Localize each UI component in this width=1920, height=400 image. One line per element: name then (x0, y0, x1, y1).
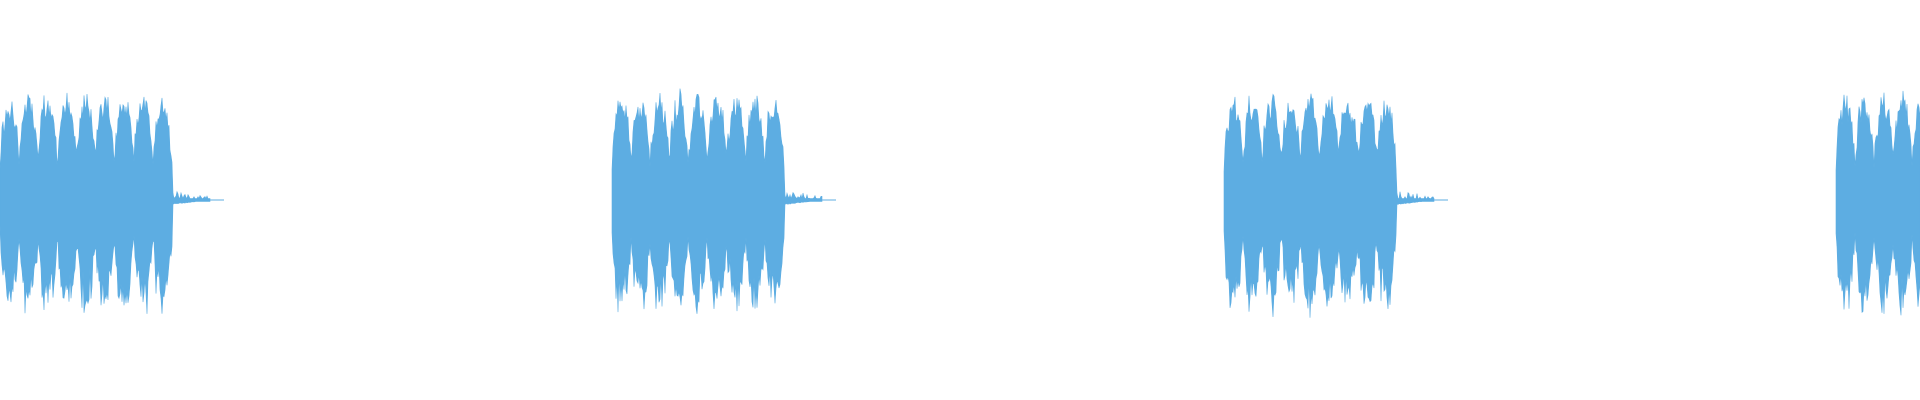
waveform-clip (1835, 90, 1920, 316)
waveform-shape (0, 92, 211, 314)
waveform-clip (1223, 93, 1448, 318)
waveform-shape (1835, 90, 1920, 316)
waveform-clip (0, 92, 224, 314)
waveform-clips-layer (0, 88, 1920, 318)
waveform-shape (611, 88, 823, 314)
waveform-clip (611, 88, 836, 314)
waveform-shape (1223, 93, 1435, 318)
